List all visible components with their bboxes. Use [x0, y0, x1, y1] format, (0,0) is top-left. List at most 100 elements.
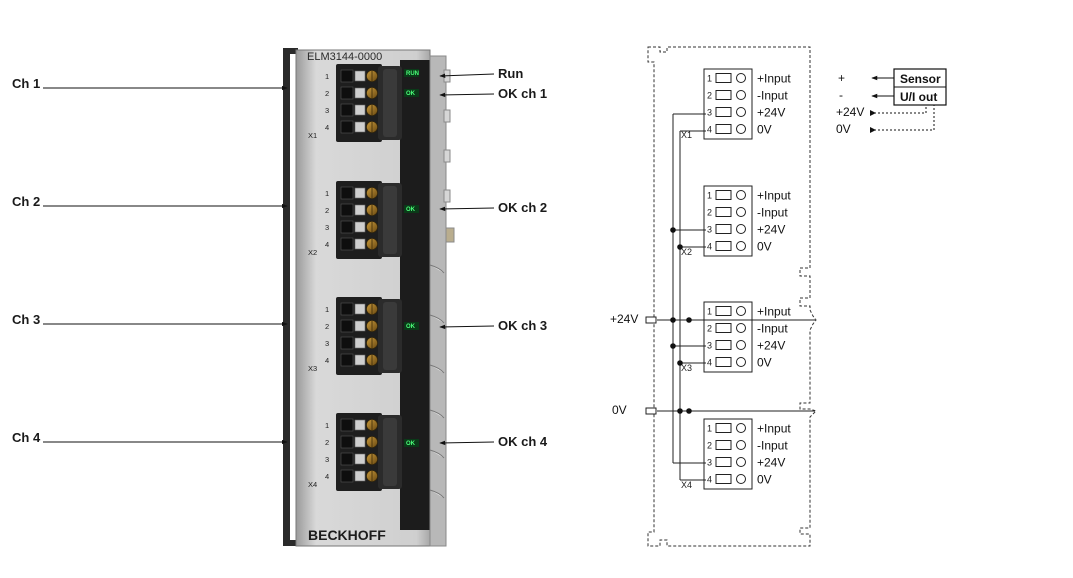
supply-0v-label: 0V: [612, 403, 627, 417]
module-led-strip: [400, 60, 436, 530]
module-pin-number: 3: [325, 223, 329, 232]
svg-text:OK: OK: [406, 441, 416, 447]
terminal-pin-label: +Input: [757, 72, 791, 86]
terminal-pin-number: 1: [707, 307, 712, 317]
terminal-pin-label: +24V: [757, 339, 785, 353]
module-pin-number: 3: [325, 106, 329, 115]
terminal-name: X3: [681, 363, 692, 373]
ok-arrow-4: [439, 440, 495, 446]
terminal-pin-number: 2: [707, 91, 712, 101]
channel-label-3: Ch 3: [12, 312, 40, 327]
svg-text:OK: OK: [406, 324, 416, 330]
ok-label-2: OK ch 2: [498, 200, 547, 215]
run-arrow: [439, 73, 495, 79]
module-pin-number: 2: [325, 89, 329, 98]
sensor-subtitle: U/I out: [900, 90, 937, 104]
terminal-pin-label: 0V: [757, 473, 772, 487]
terminal-pin-label: +Input: [757, 422, 791, 436]
ok-ch2-led: [404, 205, 419, 213]
ok-ch4-led: [404, 439, 419, 447]
ok-arrow-3: [439, 324, 495, 330]
module-pin-number: 2: [325, 206, 329, 215]
ok-arrow-1: [439, 92, 495, 98]
wiring-housing-outline: [647, 46, 817, 547]
terminal-pin-number: 4: [707, 358, 712, 368]
ok-ch1-led: [404, 89, 419, 97]
module-pin-number: 4: [325, 240, 329, 249]
terminal-pin-number: 2: [707, 324, 712, 334]
terminal-pin-number: 3: [707, 341, 712, 351]
module-pin-number: 3: [325, 339, 329, 348]
module-model: ELM3144-0000: [307, 51, 382, 63]
terminal-pin-number: 1: [707, 424, 712, 434]
sensor-title: Sensor: [900, 72, 941, 86]
run-label: Run: [498, 66, 523, 81]
module-leds: RUN OK OK OK OK: [404, 69, 419, 447]
supply-24v-terminal: [645, 316, 657, 324]
terminal-pin-number: 1: [707, 191, 712, 201]
svg-text:OK: OK: [406, 207, 416, 213]
run-led: [404, 69, 419, 77]
channel-label-4: Ch 4: [12, 430, 41, 445]
terminal-name: X1: [681, 130, 692, 140]
wiring-diagram: 1 +Input 2 -Input 3 +24V 4 0V X1 1 +Input 2 -Input 3 +…: [610, 46, 947, 547]
module-pin-number: 2: [325, 322, 329, 331]
sensor-wires: [870, 75, 935, 131]
terminal-pin-label: +24V: [757, 223, 785, 237]
terminal-block-X3: 1 +Input 2 -Input 3 +24V 4 0V X3: [681, 301, 791, 373]
module-photo: ELM3144-0000 BECKHOFF 1234X11234X21234X3…: [283, 48, 455, 547]
ok-label-1: OK ch 1: [498, 86, 547, 101]
module-pin-number: 2: [325, 438, 329, 447]
module-connector-label: X2: [308, 248, 317, 257]
bus-junctions: [670, 227, 692, 414]
terminal-pin-label: +24V: [757, 456, 785, 470]
connector-block-2: 1 2 3 4X2: [308, 181, 402, 259]
terminal-pin-label: 0V: [757, 356, 772, 370]
module-pin-number: 1: [325, 305, 329, 314]
module-pin-number: 4: [325, 123, 329, 132]
terminal-pin-number: 3: [707, 108, 712, 118]
sensor-pin-24v: +24V: [836, 105, 864, 119]
bus-lines: [657, 113, 815, 481]
terminal-pin-label: -Input: [757, 322, 788, 336]
module-pin-number: 4: [325, 356, 329, 365]
svg-text:OK: OK: [406, 91, 416, 97]
sensor-pin-0v: 0V: [836, 122, 851, 136]
terminal-pin-number: 3: [707, 225, 712, 235]
terminal-pin-label: -Input: [757, 89, 788, 103]
terminal-pin-label: 0V: [757, 123, 772, 137]
module-left-rail: [283, 48, 298, 546]
terminal-pin-number: 1: [707, 74, 712, 84]
supply-24v-label: +24V: [610, 312, 638, 326]
module-edge-clips: [429, 264, 445, 499]
module-pin-number: 1: [325, 189, 329, 198]
module-pin-number: 1: [325, 72, 329, 81]
terminal-pin-label: -Input: [757, 439, 788, 453]
sensor-pins: + - +24V 0V: [836, 71, 864, 136]
terminal-name: X2: [681, 247, 692, 257]
ok-ch3-led: [404, 322, 419, 330]
module-pin-number: 1: [325, 421, 329, 430]
sensor-box: Sensor U/I out: [893, 68, 947, 106]
terminal-pin-number: 2: [707, 441, 712, 451]
sensor-pin-minus: -: [839, 88, 843, 102]
terminal-pin-label: +Input: [757, 305, 791, 319]
ok-arrow-2: [439, 206, 495, 212]
ok-label-3: OK ch 3: [498, 318, 547, 333]
terminal-pin-number: 3: [707, 458, 712, 468]
terminal-pin-number: 4: [707, 125, 712, 135]
terminal-pin-label: +Input: [757, 189, 791, 203]
module-brand: BECKHOFF: [308, 527, 386, 543]
ok-label-4: OK ch 4: [498, 434, 548, 449]
module-connector-label: X4: [308, 480, 317, 489]
terminal-pin-number: 4: [707, 475, 712, 485]
svg-text:RUN: RUN: [406, 71, 419, 77]
supply-0v-terminal: [645, 407, 657, 415]
